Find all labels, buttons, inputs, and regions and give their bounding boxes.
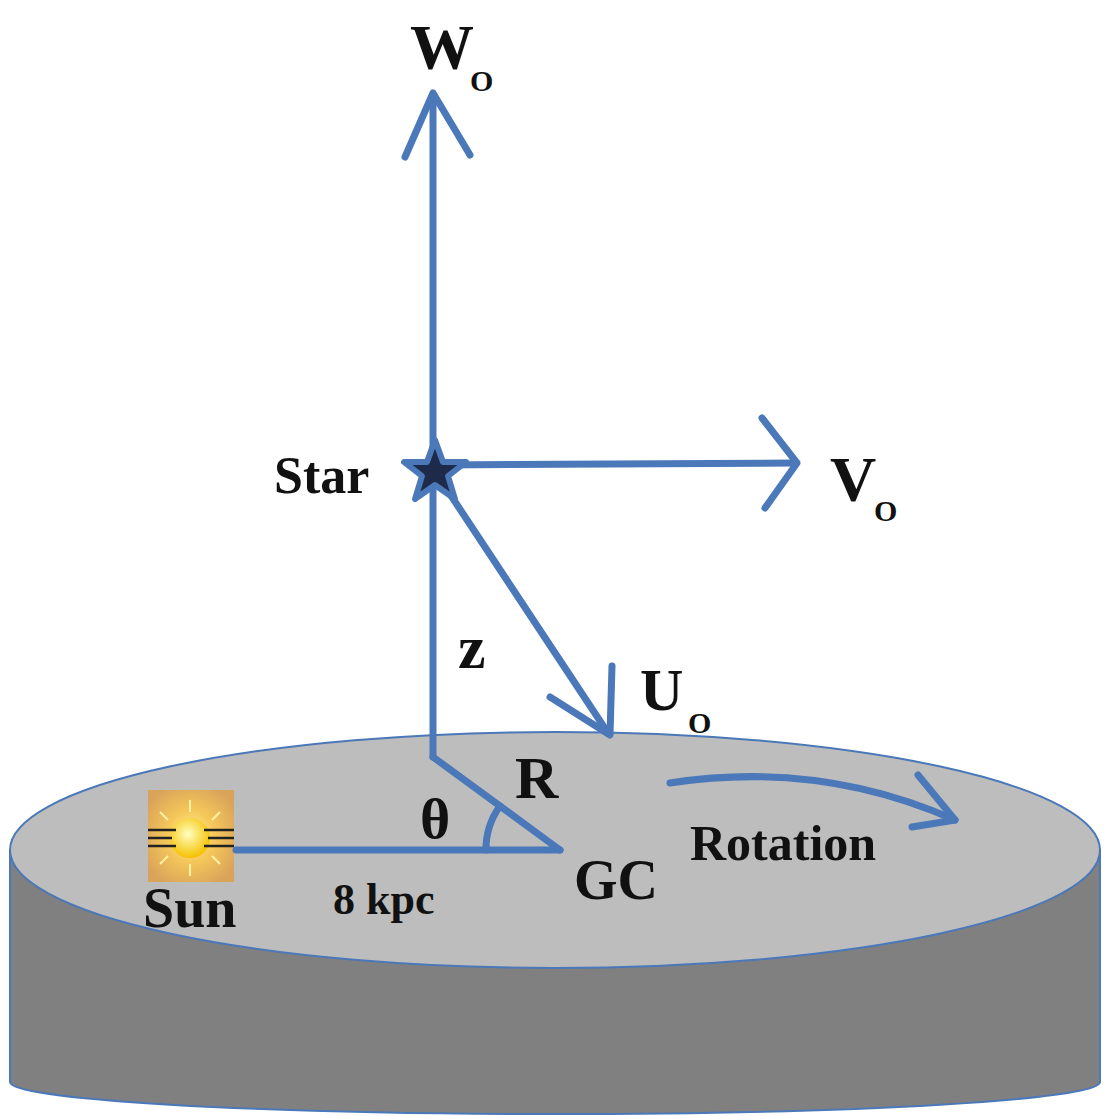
- v-arrow-line: [440, 463, 795, 465]
- z-axis-line: [430, 95, 437, 757]
- w-arrowhead: [405, 93, 470, 157]
- rotation-arrow: [670, 777, 955, 820]
- angle-label: θ: [420, 790, 450, 848]
- center-label: GC: [574, 852, 658, 908]
- sun-icon: [148, 790, 234, 882]
- u-arrow-line: [442, 482, 608, 733]
- axis-subscript: O: [688, 708, 711, 738]
- sun-label: Sun: [143, 880, 236, 936]
- angle-arc: [486, 806, 500, 850]
- sun-gc-line: [236, 847, 560, 854]
- v-arrowhead: [762, 418, 797, 508]
- radius-label: R: [515, 748, 558, 808]
- rotation-arrowhead: [912, 775, 955, 827]
- height-label: z: [458, 616, 486, 678]
- star-label: Star: [274, 450, 369, 502]
- axis-label: W: [410, 16, 474, 80]
- axis-subscript: O: [470, 66, 493, 96]
- axis-label: U: [640, 660, 683, 720]
- star-symbol: [404, 440, 466, 499]
- u-arrowhead: [550, 666, 612, 735]
- disk-top: [10, 732, 1100, 968]
- distance-label: 8 kpc: [333, 878, 434, 922]
- axis-label: V: [830, 448, 876, 512]
- rotation-label: Rotation: [690, 818, 876, 868]
- axis-subscript: O: [874, 496, 897, 526]
